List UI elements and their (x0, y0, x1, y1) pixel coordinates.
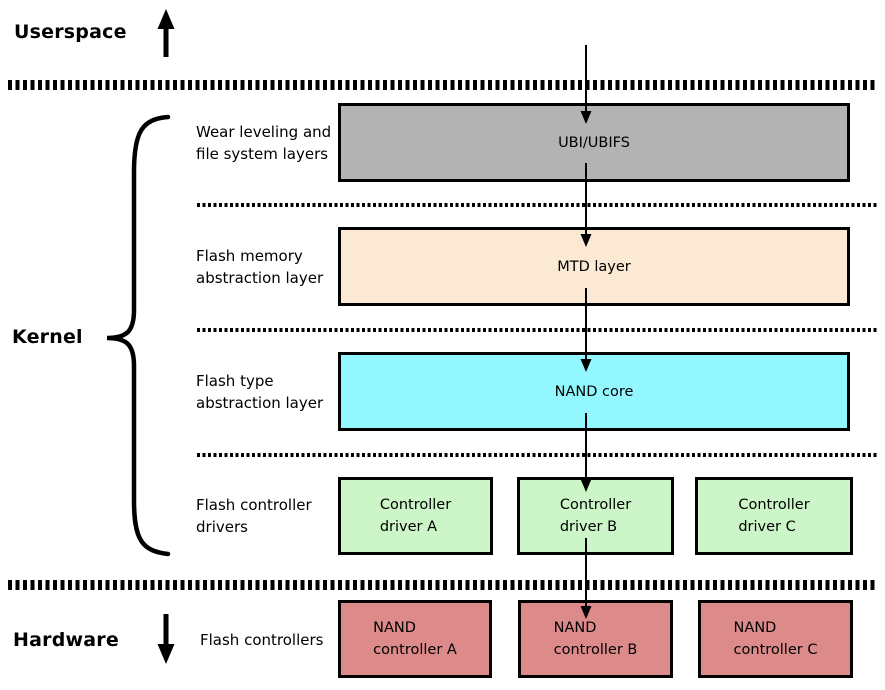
layer-label-line: abstraction layer (196, 394, 324, 412)
box-label-line: Controller (559, 497, 632, 513)
box-ubi-ubifs: UBI/UBIFS (338, 103, 850, 182)
layer-separator-3 (197, 453, 878, 457)
box-nand-controller-c: NAND controller C (698, 600, 853, 678)
box-label: NAND controller C (734, 617, 818, 661)
layer-label-line: file system layers (196, 145, 329, 163)
box-label: MTD layer (557, 258, 631, 275)
box-label-line: NAND (733, 620, 777, 636)
box-controller-driver-b: Controller driver B (517, 477, 674, 555)
box-controller-driver-a: Controller driver A (338, 477, 493, 555)
layer-label-line: Wear leveling and (196, 123, 332, 141)
kernel-zone-label: Kernel (12, 326, 83, 348)
layer-label-line: Flash controllers (200, 631, 324, 649)
layer-label-wear-leveling: Wear leveling and file system layers (196, 121, 331, 165)
box-label-line: Controller (738, 497, 810, 513)
layer-label-flash-memory: Flash memory abstraction layer (196, 245, 323, 289)
box-label-line: controller B (553, 642, 638, 658)
box-label: NAND controller B (554, 617, 638, 661)
box-label: UBI/UBIFS (558, 134, 630, 151)
userspace-zone-label: Userspace (14, 21, 127, 43)
box-nand-core: NAND core (338, 352, 850, 431)
box-label-line: driver C (738, 519, 796, 535)
hardware-zone-label: Hardware (13, 629, 119, 651)
layer-separator-2 (197, 328, 878, 332)
box-label-line: Controller (379, 497, 452, 513)
layer-label-flash-controllers: Flash controllers (200, 629, 323, 651)
layer-label-line: Flash memory (196, 247, 303, 265)
layer-label-line: drivers (196, 518, 248, 536)
box-nand-controller-b: NAND controller B (518, 600, 673, 678)
userspace-kernel-boundary (8, 80, 878, 90)
hardware-down-arrow-icon (157, 614, 175, 664)
layer-label-line: abstraction layer (196, 269, 324, 287)
box-label: NAND controller A (373, 617, 457, 661)
layer-label-flash-type: Flash type abstraction layer (196, 370, 323, 414)
layer-label-line: Flash type (196, 372, 274, 390)
box-label: Controller driver C (738, 494, 809, 538)
box-label: NAND core (554, 383, 634, 400)
userspace-up-arrow-icon (157, 9, 175, 57)
kernel-brace (106, 114, 171, 557)
box-label-line: controller C (733, 642, 818, 658)
kernel-hardware-boundary (8, 580, 878, 590)
box-label-line: driver B (559, 519, 618, 535)
box-label-line: NAND (553, 620, 597, 636)
box-label: Controller driver B (560, 494, 631, 538)
layer-separator-1 (197, 203, 878, 207)
box-nand-controller-a: NAND controller A (338, 600, 492, 678)
box-label-line: driver A (379, 519, 438, 535)
layer-label-controller-drivers: Flash controller drivers (196, 494, 312, 538)
box-label-line: NAND (373, 620, 416, 636)
box-label-line: controller A (373, 642, 457, 658)
layer-label-line: Flash controller (196, 496, 312, 514)
box-mtd-layer: MTD layer (338, 227, 850, 306)
box-controller-driver-c: Controller driver C (695, 477, 853, 555)
box-label: Controller driver A (380, 494, 451, 538)
